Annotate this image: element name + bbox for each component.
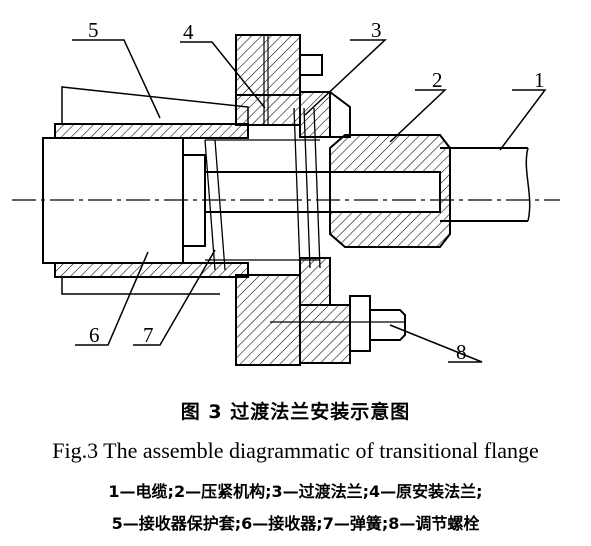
adjusting-bolt bbox=[270, 295, 406, 352]
receiver-protective-sleeve bbox=[54, 86, 249, 295]
label-5: 5 bbox=[88, 18, 99, 42]
legend-line-1: 1—电缆;2—压紧机构;3—过渡法兰;4—原安装法兰; bbox=[108, 482, 483, 501]
label-3: 3 bbox=[371, 18, 382, 42]
label-2: 2 bbox=[432, 68, 443, 92]
leader-lines bbox=[72, 39, 547, 363]
figure-title-chinese: 图 3 过渡法兰安装示意图 bbox=[180, 401, 411, 423]
springs bbox=[204, 107, 321, 271]
clamping-mechanism bbox=[329, 134, 451, 248]
cable bbox=[440, 147, 531, 222]
label-4: 4 bbox=[183, 20, 194, 44]
flange-installation-drawing: 1 2 3 4 5 6 7 8 bbox=[12, 18, 560, 366]
figure-title-english: Fig.3 The assemble diagrammatic of trans… bbox=[52, 438, 539, 463]
legend-line-2: 5—接收器保护套;6—接收器;7—弹簧;8—调节螺栓 bbox=[111, 514, 480, 533]
label-7: 7 bbox=[143, 323, 154, 347]
label-6: 6 bbox=[89, 323, 100, 347]
inner-rod bbox=[205, 171, 330, 213]
label-1: 1 bbox=[534, 68, 545, 92]
label-8: 8 bbox=[456, 340, 467, 364]
